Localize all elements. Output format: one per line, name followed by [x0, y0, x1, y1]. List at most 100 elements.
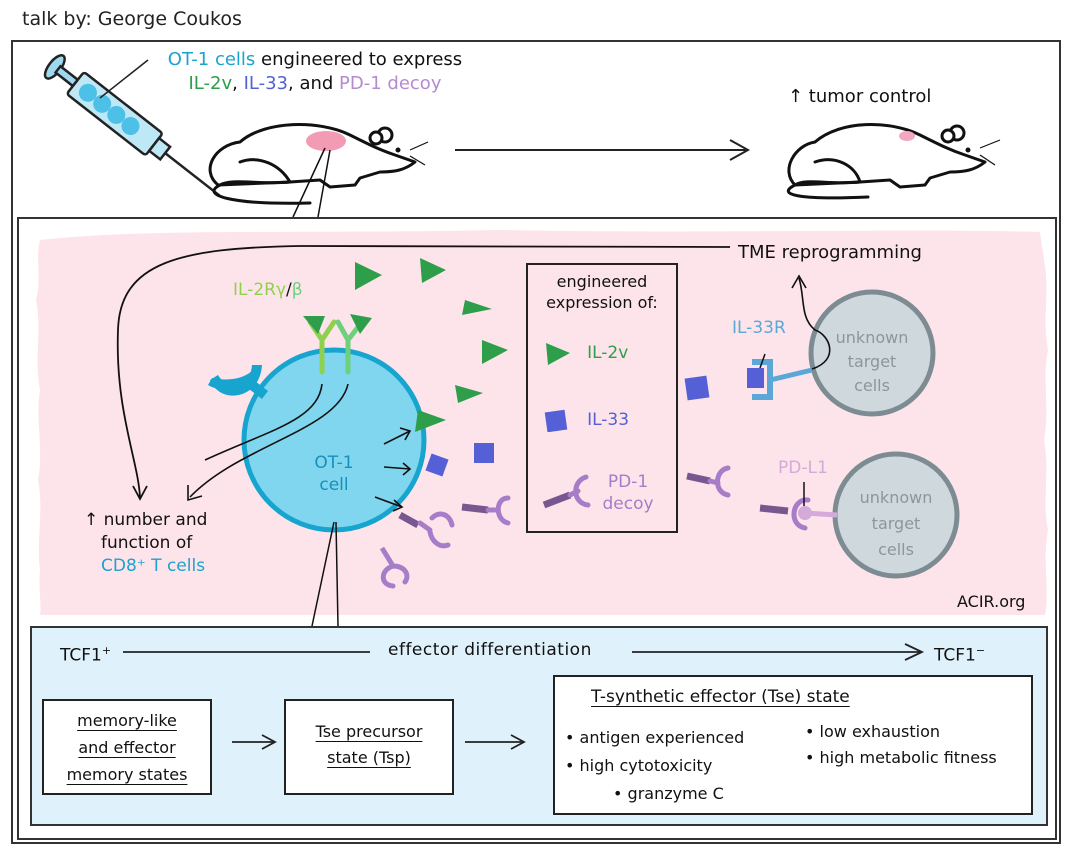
tse-bullet: • low exhaustion — [805, 722, 941, 741]
feedback-arrow — [116, 245, 731, 498]
tse-bullet: • high metabolic fitness — [805, 748, 997, 767]
bullet-text: antigen experienced — [579, 728, 745, 747]
ot1-cell-label: OT-1 cell — [294, 452, 374, 496]
inner-frame — [17, 217, 1057, 840]
effect-line-3: CD8⁺ T cells — [101, 556, 206, 576]
tcf1-positive-label: TCF1+ — [60, 644, 111, 666]
il33-molecule — [474, 443, 494, 463]
small-tumor-icon — [899, 131, 915, 141]
tse-right-bullets: • low exhaustion • high metabolic fitnes… — [805, 719, 997, 771]
il33-bound-icon — [425, 453, 449, 477]
pdl1-receptor-icon — [759, 497, 838, 531]
credit-label: ACIR.org — [957, 592, 1026, 611]
triangle-icon — [546, 343, 570, 365]
il2r-label: IL-2Rγ/β — [233, 280, 303, 300]
state-line: Tse precursor — [315, 722, 423, 741]
decoy-receptor-icon — [542, 474, 591, 509]
tse-title: T-synthetic effector (Tse) state — [591, 687, 850, 707]
separator-text: , — [232, 73, 244, 94]
slash-text: / — [286, 280, 292, 300]
bullet-text: granzyme C — [627, 784, 724, 803]
tcf1-sup: + — [101, 644, 112, 657]
state-line: state (Tsp) — [327, 748, 411, 767]
tumor-control-label: ↑ tumor control — [788, 86, 932, 107]
target-label-line: unknown — [835, 328, 909, 347]
target-label-line: target — [847, 352, 897, 371]
legend-label: decoy — [602, 494, 654, 514]
secretion-arrows — [374, 427, 412, 512]
pdl1-label: PD-L1 — [778, 458, 828, 478]
mouse-with-tumor-icon — [208, 123, 417, 205]
il2r-gamma-text: IL-2Rγ — [233, 280, 287, 300]
legend-label: IL-2v — [587, 343, 629, 363]
mouse-tumor-controlled-icon — [787, 123, 987, 200]
target-cell-2-label: unknown target cells — [846, 485, 946, 563]
cell-label-line: cell — [319, 475, 349, 495]
pd1-decoy-on-cell — [379, 546, 410, 589]
tcf1-text: TCF1 — [60, 645, 102, 666]
legend-item-il2v: IL-2v — [544, 341, 628, 365]
tse-state-box: T-synthetic effector (Tse) state • antig… — [553, 675, 1033, 815]
pd1-decoy-on-cell — [398, 511, 455, 549]
engineered-text: engineered to express — [255, 49, 463, 70]
tse-bullet: • antigen experienced — [565, 728, 745, 747]
target-cell-1 — [808, 289, 936, 417]
tme-arrow — [798, 277, 831, 370]
il2v-text: IL-2v — [188, 73, 233, 94]
state-box-memory: memory-like and effector memory states — [42, 699, 212, 795]
tme-reprogramming-label: TME reprogramming — [738, 242, 922, 263]
state-line: memory states — [66, 765, 188, 784]
tse-bullet: • high cytotoxicity — [565, 756, 713, 775]
ot1-label-line: OT-1 — [314, 453, 354, 473]
legend-item-il33: IL-33 — [544, 408, 629, 432]
state-box-tsp: Tse precursor state (Tsp) — [284, 699, 454, 795]
tcf1-negative-label: TCF1− — [934, 644, 985, 666]
il33r-receptor-icon — [747, 359, 813, 400]
il2v-bound-icon — [303, 316, 325, 334]
state-arrows — [232, 734, 526, 750]
il33-text: IL-33 — [243, 73, 288, 94]
legend-title-line-1: engineered — [556, 272, 648, 291]
legend-label: PD-1 — [607, 472, 649, 492]
ot1-cells-text: OT-1 cells — [167, 49, 256, 70]
outcome-arrow — [455, 139, 751, 161]
il2r-beta-text: β — [291, 280, 303, 300]
tcf1-text: TCF1 — [934, 645, 976, 666]
tse-left-bullets: • antigen experienced • high cytotoxicit… — [565, 724, 744, 808]
tcf1-sup: − — [975, 644, 986, 657]
target-label-line: cells — [878, 540, 914, 559]
il2v-bound-icon — [350, 314, 372, 334]
target-label-line: unknown — [859, 488, 933, 507]
ot1-cell — [241, 347, 427, 533]
syringe-icon — [43, 54, 222, 198]
bullet-text: high metabolic fitness — [819, 748, 997, 767]
legend-box: engineered expression of: IL-2v IL-33 PD… — [526, 263, 678, 533]
pd1-decoy-free — [686, 465, 731, 498]
tse-sub-bullet: • granzyme C — [613, 784, 724, 803]
effect-line-2: function of — [101, 533, 193, 553]
outer-frame — [11, 40, 1061, 844]
target-label-line: cells — [854, 376, 890, 395]
state-line: memory-like — [77, 711, 177, 730]
effector-differentiation-label: effector differentiation — [388, 640, 592, 660]
il2v-molecules — [355, 258, 508, 432]
pd1-decoy-free — [461, 495, 511, 526]
tumor-icon — [306, 131, 346, 151]
effect-label: ↑ number and function of CD8⁺ T cells — [84, 509, 207, 578]
separator-text: , and — [288, 73, 340, 94]
il33-molecule — [684, 375, 710, 401]
pd1-decoy-text: PD-1 decoy — [339, 73, 442, 94]
tcr-receptor-icon — [208, 365, 269, 399]
il33r-label: IL-33R — [732, 318, 786, 338]
bullet-text: low exhaustion — [819, 722, 941, 741]
state-line: and effector — [78, 738, 176, 757]
target-cell-1-label: unknown target cells — [822, 326, 922, 398]
legend-title-line-2: expression of: — [546, 293, 658, 312]
injection-label: OT-1 cells engineered to express IL-2v , … — [150, 48, 480, 96]
square-icon — [544, 409, 568, 432]
header-title: talk by: George Coukos — [22, 8, 242, 30]
bullet-text: high cytotoxicity — [579, 756, 713, 775]
